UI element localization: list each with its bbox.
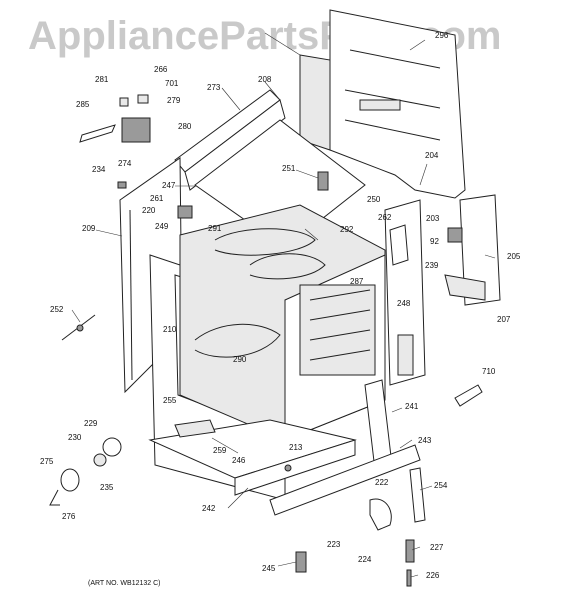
leader-lines bbox=[71, 32, 496, 578]
callout-259: 259 bbox=[213, 446, 227, 455]
bracket-222 bbox=[369, 498, 392, 531]
callout-224: 224 bbox=[358, 555, 372, 564]
callout-243: 243 bbox=[418, 436, 432, 445]
callout-241: 241 bbox=[405, 402, 419, 411]
callout-276: 276 bbox=[62, 512, 76, 521]
callout-247: 247 bbox=[162, 181, 176, 190]
callout-281: 281 bbox=[95, 75, 109, 84]
bracket-255 bbox=[174, 419, 216, 438]
callout-296: 296 bbox=[435, 31, 449, 40]
callout-204: 204 bbox=[425, 151, 439, 160]
wire-252 bbox=[61, 314, 96, 341]
callout-208: 208 bbox=[258, 75, 272, 84]
callout-235: 235 bbox=[100, 483, 114, 492]
art-number: (ART NO. WB12132 C) bbox=[88, 580, 161, 587]
callout-290: 290 bbox=[233, 355, 247, 364]
bracket-262 bbox=[389, 224, 409, 266]
callout-245: 245 bbox=[262, 564, 276, 573]
leveling-leg-254 bbox=[409, 467, 426, 523]
top-cover-273 bbox=[174, 89, 286, 191]
callout-226: 226 bbox=[426, 571, 440, 580]
callout-242: 242 bbox=[202, 504, 216, 513]
broil-element-292 bbox=[214, 228, 326, 280]
callout-279: 279 bbox=[167, 96, 181, 105]
callout-280: 280 bbox=[178, 122, 192, 131]
callout-275: 275 bbox=[40, 457, 54, 466]
bracket-261 bbox=[177, 205, 193, 219]
callout-710: 710 bbox=[482, 367, 496, 376]
spring-227 bbox=[405, 539, 415, 563]
leveler-245 bbox=[295, 551, 307, 573]
oven-cavity bbox=[179, 204, 386, 441]
callout-222: 222 bbox=[375, 478, 389, 487]
callout-210: 210 bbox=[163, 325, 177, 334]
callout-230: 230 bbox=[68, 433, 82, 442]
thermostat-203 bbox=[447, 227, 463, 243]
callout-203: 203 bbox=[426, 214, 440, 223]
callout-213: 213 bbox=[289, 443, 303, 452]
callout-287: 287 bbox=[350, 277, 364, 286]
callout-262: 262 bbox=[378, 213, 392, 222]
callout-223: 223 bbox=[327, 540, 341, 549]
callout-227: 227 bbox=[430, 543, 444, 552]
callout-255: 255 bbox=[163, 396, 177, 405]
callout-250: 250 bbox=[367, 195, 381, 204]
callout-207: 207 bbox=[497, 315, 511, 324]
callout-229: 229 bbox=[84, 419, 98, 428]
bake-element-290 bbox=[194, 323, 281, 358]
callout-209: 209 bbox=[82, 224, 96, 233]
callout-291: 291 bbox=[208, 224, 222, 233]
screw-226 bbox=[406, 569, 412, 587]
callout-254: 254 bbox=[434, 481, 448, 490]
callout-285: 285 bbox=[76, 100, 90, 109]
callout-248: 248 bbox=[397, 299, 411, 308]
control-parts-280 bbox=[79, 94, 151, 189]
callout-274: 274 bbox=[118, 159, 132, 168]
callout-292: 292 bbox=[340, 225, 354, 234]
back-panel-296 bbox=[299, 9, 466, 199]
callout-252: 252 bbox=[50, 305, 64, 314]
callout-266: 266 bbox=[154, 65, 168, 74]
callout-205: 205 bbox=[507, 252, 521, 261]
callout-239: 239 bbox=[425, 261, 439, 270]
callout-249: 249 bbox=[155, 222, 169, 231]
callout-220: 220 bbox=[142, 206, 156, 215]
callout-234: 234 bbox=[92, 165, 106, 174]
front-rail-243 bbox=[269, 444, 421, 516]
callout-701: 701 bbox=[165, 79, 179, 88]
callout-261: 261 bbox=[150, 194, 164, 203]
callout-273: 273 bbox=[207, 83, 221, 92]
hinge-710 bbox=[454, 384, 483, 407]
callout-92: 92 bbox=[430, 237, 439, 246]
right-side-panel-205 bbox=[444, 194, 501, 306]
screw-213 bbox=[284, 464, 292, 472]
bottom-panel-242 bbox=[148, 419, 357, 496]
callout-251: 251 bbox=[282, 164, 296, 173]
callout-246: 246 bbox=[232, 456, 246, 465]
light-assembly bbox=[49, 437, 122, 506]
